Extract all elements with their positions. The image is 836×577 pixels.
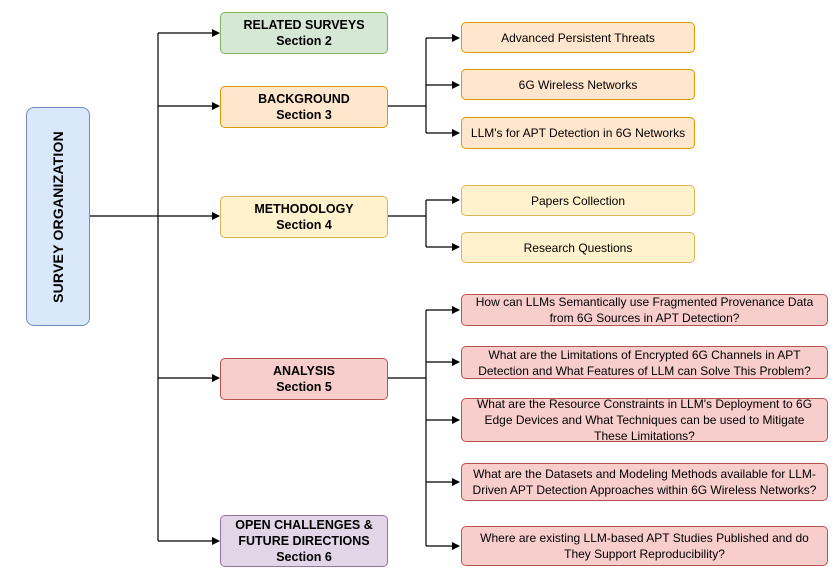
background-item: 6G Wireless Networks xyxy=(461,69,695,100)
section-open-challenges: OPEN CHALLENGES & FUTURE DIRECTIONS Sect… xyxy=(220,515,388,567)
section-background: BACKGROUND Section 3 xyxy=(220,86,388,128)
section-number: Section 3 xyxy=(276,108,332,122)
analysis-question: Where are existing LLM-based APT Studies… xyxy=(461,526,828,566)
section-title: METHODOLOGY xyxy=(254,202,354,216)
section-title: BACKGROUND xyxy=(258,92,350,106)
root-label: SURVEY ORGANIZATION xyxy=(50,130,67,303)
background-item: Advanced Persistent Threats xyxy=(461,22,695,53)
section-number: Section 6 xyxy=(276,550,332,564)
section-number: Section 4 xyxy=(276,218,332,232)
section-number: Section 2 xyxy=(276,34,332,48)
section-title: RELATED SURVEYS xyxy=(243,18,365,32)
methodology-item: Research Questions xyxy=(461,232,695,263)
analysis-question: What are the Datasets and Modeling Metho… xyxy=(461,463,828,501)
methodology-item: Papers Collection xyxy=(461,185,695,216)
section-methodology: METHODOLOGY Section 4 xyxy=(220,196,388,238)
analysis-question: What are the Resource Constraints in LLM… xyxy=(461,397,828,443)
root-node: SURVEY ORGANIZATION xyxy=(26,107,90,326)
section-related-surveys: RELATED SURVEYS Section 2 xyxy=(220,12,388,54)
background-item: LLM's for APT Detection in 6G Networks xyxy=(461,117,695,149)
section-number: Section 5 xyxy=(276,380,332,394)
section-title: ANALYSIS xyxy=(272,364,336,378)
section-title-line-1: OPEN CHALLENGES & xyxy=(235,518,373,532)
section-analysis: ANALYSIS Section 5 xyxy=(220,358,388,400)
analysis-question: How can LLMs Semantically use Fragmented… xyxy=(461,294,828,326)
section-title-line-2: FUTURE DIRECTIONS xyxy=(238,534,370,548)
analysis-question: What are the Limitations of Encrypted 6G… xyxy=(461,346,828,379)
